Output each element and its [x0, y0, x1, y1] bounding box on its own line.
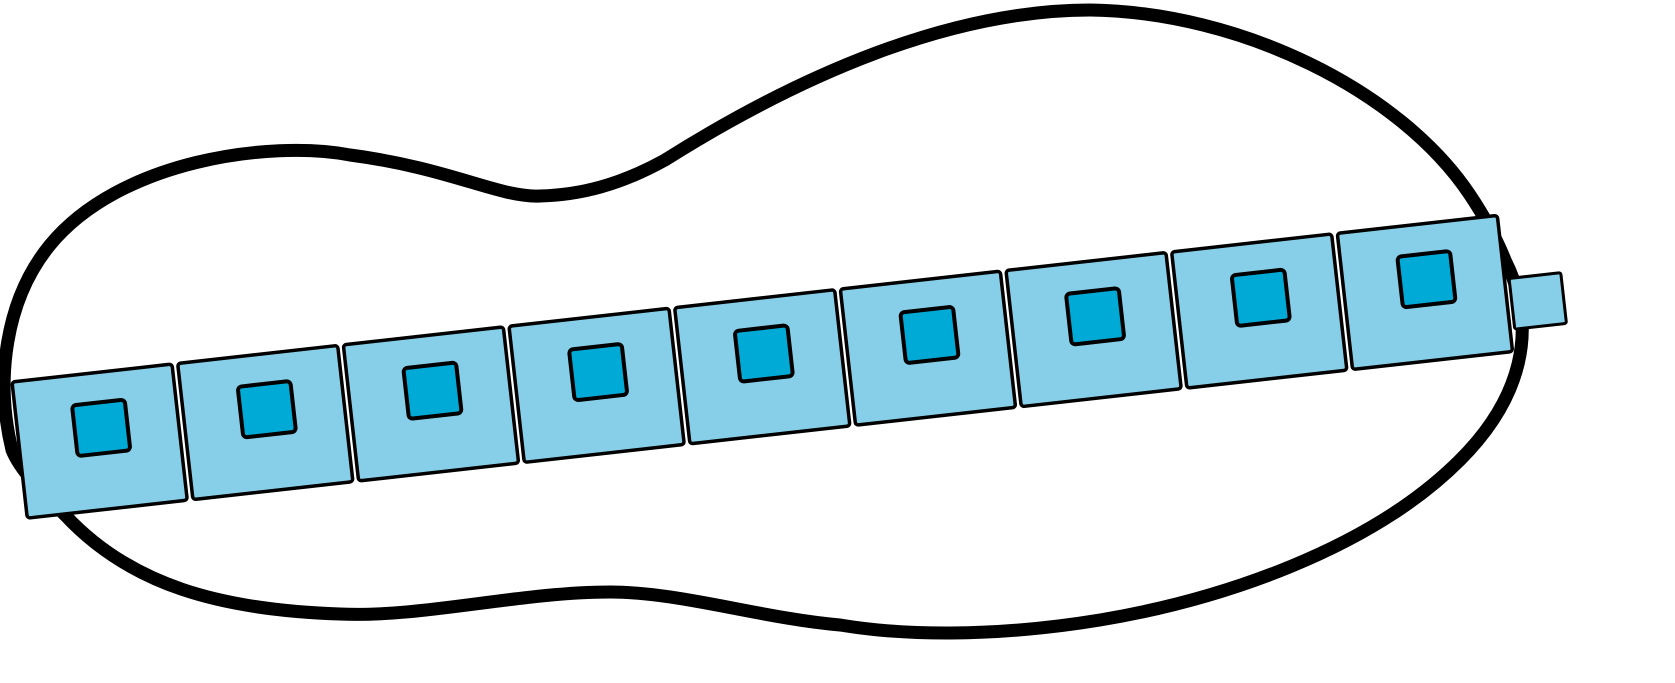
- unit-tile-row: [10, 213, 1568, 520]
- inner-square: [567, 342, 629, 402]
- inner-square: [733, 323, 795, 384]
- partial-unit-tile: [1507, 271, 1568, 331]
- inner-square: [1064, 286, 1126, 347]
- inner-square: [70, 397, 132, 458]
- inner-square: [401, 360, 464, 421]
- inner-square: [898, 305, 961, 365]
- irregular-shape-outline: [0, 3, 1529, 640]
- inner-square: [236, 379, 298, 440]
- inner-square: [1230, 267, 1292, 328]
- inner-square: [1395, 249, 1458, 310]
